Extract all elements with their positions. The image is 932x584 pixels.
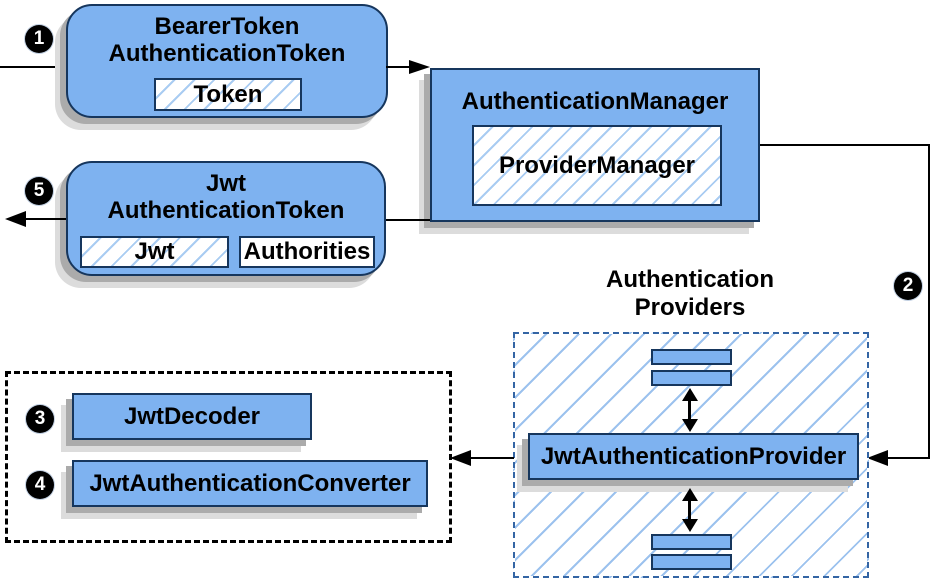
node-jwt-authentication-token: Jwt AuthenticationToken Jwt Authorities [66, 161, 386, 276]
node-jwt-authentication-provider: JwtAuthenticationProvider [528, 433, 859, 480]
authentication-providers-label: Authentication Providers [560, 266, 820, 322]
double-arrow-top-down-head [682, 419, 698, 432]
flow-line-response-out [25, 218, 66, 220]
double-arrow-top-line [688, 398, 691, 422]
jwt-authentication-converter-label: JwtAuthenticationConverter [89, 470, 411, 497]
jwt-token-title-line1: Jwt [205, 170, 246, 197]
double-arrow-bottom-down-head [682, 519, 698, 532]
step-badge-1: 1 [25, 25, 53, 53]
node-bearer-token-authentication-token: BearerToken AuthenticationToken Token [66, 4, 388, 118]
bearer-token-title-line2: AuthenticationToken [108, 40, 346, 67]
chip-token-label: Token [193, 80, 263, 108]
step-badge-5: 5 [25, 177, 53, 205]
node-authentication-manager: AuthenticationManager ProviderManager [430, 68, 760, 222]
node-jwt-authentication-converter: JwtAuthenticationConverter [72, 460, 428, 507]
arrowhead-into-dependencies [450, 450, 471, 466]
step-badge-4: 4 [26, 471, 54, 499]
arrowhead-into-manager [409, 60, 430, 74]
step-number-2: 2 [902, 275, 914, 296]
chip-token: Token [154, 78, 302, 111]
jwt-decoder-label: JwtDecoder [123, 403, 261, 430]
step-badge-3: 3 [26, 405, 54, 433]
edge-provider-to-dependencies [468, 457, 514, 459]
double-arrow-bottom-line [688, 498, 691, 522]
double-arrow-top-up-head [682, 388, 698, 401]
step-number-1: 1 [33, 28, 45, 49]
arrowhead-into-jwt-provider [867, 450, 888, 466]
node-jwt-decoder: JwtDecoder [72, 393, 312, 440]
bearer-token-title-line1: BearerToken [154, 13, 300, 40]
authentication-providers-label-line1: Authentication [606, 266, 774, 293]
placeholder-provider-bar-bottom-2 [651, 554, 732, 570]
authentication-providers-label-line2: Providers [634, 294, 746, 321]
jwt-token-title: Jwt AuthenticationToken [68, 170, 384, 224]
edge-step2-vertical-segment [928, 144, 930, 459]
chip-authorities-label: Authorities [243, 238, 371, 265]
bearer-token-title: BearerToken AuthenticationToken [68, 13, 386, 67]
chip-provider-manager-label: ProviderManager [498, 151, 696, 179]
step-badge-2: 2 [894, 272, 922, 300]
step-number-5: 5 [33, 180, 45, 201]
edge-step2-top-segment [760, 144, 930, 146]
edge-bearer-to-manager-line [386, 66, 412, 68]
step-number-3: 3 [34, 408, 46, 429]
chip-authorities: Authorities [239, 236, 375, 268]
step-number-4: 4 [34, 474, 46, 495]
placeholder-provider-bar-top-2 [651, 370, 732, 386]
jwt-authentication-provider-label: JwtAuthenticationProvider [540, 443, 847, 470]
jwt-token-title-line2: AuthenticationToken [107, 197, 345, 224]
edge-manager-to-jwt-token [386, 219, 430, 221]
double-arrow-bottom-up-head [682, 488, 698, 501]
flow-line-request-in [0, 66, 66, 68]
chip-provider-manager: ProviderManager [472, 125, 722, 206]
authentication-manager-title: AuthenticationManager [461, 88, 729, 115]
placeholder-provider-bar-bottom-1 [651, 534, 732, 550]
edge-step2-bottom-segment [885, 457, 930, 459]
chip-jwt: Jwt [80, 236, 229, 268]
chip-jwt-label: Jwt [134, 238, 175, 265]
placeholder-provider-bar-top-1 [651, 349, 732, 365]
arrowhead-response-out [5, 211, 26, 227]
